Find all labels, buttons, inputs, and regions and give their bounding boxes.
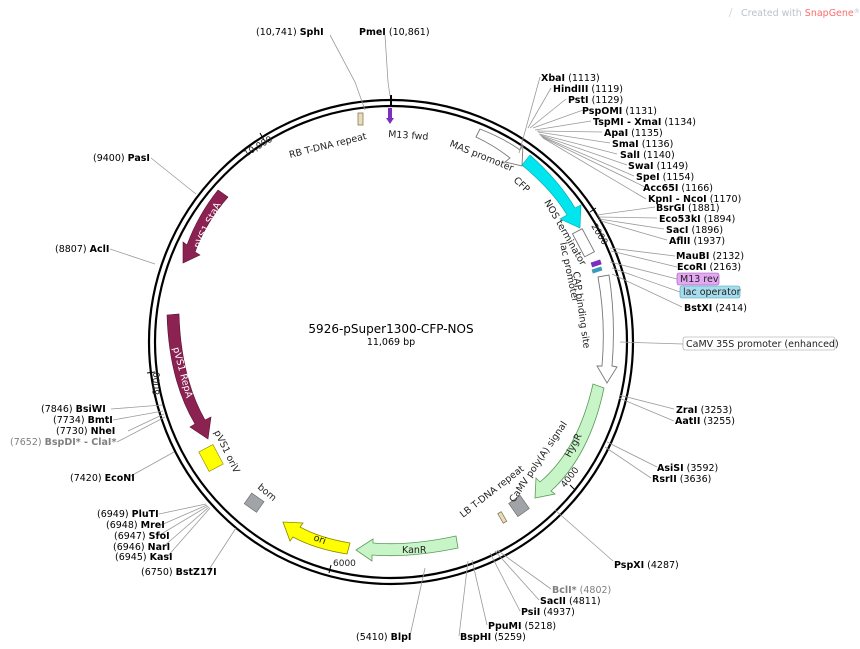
- site-apai[interactable]: ApaI (1135): [604, 128, 663, 139]
- site-nhei[interactable]: (7730) NheI: [56, 426, 115, 437]
- lb-tdna-repeat-marker[interactable]: [497, 511, 508, 524]
- site-acli[interactable]: (8807) AclI: [55, 244, 109, 255]
- site-bsiwi[interactable]: (7846) BsiWI: [41, 404, 106, 415]
- site-bmti[interactable]: (7734) BmtI: [53, 415, 113, 426]
- site-pspxi[interactable]: PspXI (4287): [614, 560, 679, 571]
- lac-operator-label: lac operator: [683, 287, 741, 298]
- tick-8000: 8000: [152, 372, 163, 396]
- site-zrai[interactable]: ZraI (3253): [676, 405, 732, 416]
- site-ecori[interactable]: EcoRI (2163): [677, 262, 741, 273]
- site-hindiii[interactable]: HindIII (1119): [553, 84, 623, 95]
- site-sphi[interactable]: (10,741) SphI: [256, 27, 324, 38]
- pvs1-repa-arrow[interactable]: [166, 313, 212, 440]
- svg-text:Created with SnapGene®: Created with SnapGene®: [741, 8, 860, 20]
- site-psti[interactable]: PstI (1129): [568, 95, 623, 106]
- site-pmei[interactable]: PmeI (10,861): [359, 27, 430, 38]
- site-aatii[interactable]: AatII (3255): [675, 416, 735, 427]
- site-pspomi[interactable]: PspOMI (1131): [582, 106, 657, 117]
- cap-binding-site-label: CAP binding site: [570, 271, 592, 349]
- site-mrei[interactable]: (6948) MreI: [106, 520, 165, 531]
- site-rsrii[interactable]: RsrII (3636): [652, 474, 711, 485]
- ori-arrow[interactable]: [282, 521, 351, 555]
- camv-polya-signal-box[interactable]: [508, 495, 530, 517]
- site-pasi[interactable]: (9400) PasI: [93, 153, 150, 164]
- cfp-label: CFP: [511, 175, 532, 195]
- site-sacii[interactable]: SacII (4811): [540, 596, 601, 607]
- site-maubi[interactable]: MauBI (2132): [676, 251, 744, 262]
- site-swai[interactable]: SwaI (1149): [628, 161, 688, 172]
- site-psii[interactable]: PsiI (4937): [521, 607, 575, 618]
- mas-promoter-arrow[interactable]: [475, 128, 524, 167]
- site-smai[interactable]: SmaI (1136): [612, 139, 673, 150]
- watermark-prefix: Created with: [741, 8, 805, 19]
- site-pluti[interactable]: (6949) PluTI: [97, 509, 159, 520]
- m13-fwd-label: M13 fwd: [388, 129, 429, 143]
- site-tspmi-xmai[interactable]: TspMI - XmaI (1134): [593, 117, 696, 128]
- site-sfoi[interactable]: (6947) SfoI: [114, 531, 170, 542]
- m13-rev-label: M13 rev: [680, 274, 719, 285]
- snapgene-logo-icon: ⧸: [729, 8, 733, 19]
- site-bcli[interactable]: BclI* (4802): [552, 585, 611, 596]
- site-econi[interactable]: (7420) EcoNI: [70, 473, 135, 484]
- bom-box[interactable]: [243, 492, 265, 513]
- site-aflii[interactable]: AflII (1937): [669, 236, 725, 247]
- site-ppumi[interactable]: PpuMI (5218): [488, 621, 556, 632]
- watermark-brand: SnapGene: [805, 8, 854, 19]
- m13-fwd-arrow[interactable]: [386, 108, 394, 124]
- tick-6000: 6000: [333, 559, 356, 569]
- watermark-reg: ®: [854, 8, 860, 15]
- site-nari[interactable]: (6946) NarI: [113, 542, 170, 553]
- pvs1-oriv-box[interactable]: [198, 444, 224, 472]
- rb-tdna-repeat-label: RB T-DNA repeat: [288, 131, 368, 161]
- site-saci[interactable]: SacI (1896): [666, 225, 723, 236]
- plasmid-length: 11,069 bp: [367, 337, 415, 348]
- hygr-arrow[interactable]: [534, 383, 605, 499]
- site-bsrgi[interactable]: BsrGI (1881): [656, 203, 720, 214]
- site-xbai[interactable]: XbaI (1113): [541, 73, 600, 84]
- site-bsphi[interactable]: BspHI (5259): [460, 632, 526, 643]
- site-blpi[interactable]: (5410) BlpI: [356, 632, 411, 643]
- kanr-arrow[interactable]: [355, 535, 459, 562]
- site-eco53ki[interactable]: Eco53kI (1894): [659, 214, 735, 225]
- site-spei[interactable]: SpeI (1154): [636, 172, 694, 183]
- site-acc65i[interactable]: Acc65I (1166): [643, 183, 713, 194]
- m13-rev-marker[interactable]: [590, 259, 602, 268]
- site-bspdi-clai[interactable]: (7652) BspDI* - ClaI*: [10, 437, 116, 448]
- pvs1-staa-arrow[interactable]: [182, 189, 229, 264]
- rb-tdna-repeat-marker[interactable]: [357, 112, 364, 126]
- leader-lines: [109, 34, 684, 637]
- restriction-sites: (10,741) SphI PmeI (10,861) XbaI (1113) …: [10, 27, 839, 643]
- watermark: ⧸ Created with SnapGene®: [729, 8, 860, 20]
- m13-rev-tag[interactable]: [676, 272, 720, 286]
- pvs1-repa-label: pVS1 RepA: [170, 346, 194, 400]
- camv-35s-promoter-label: CaMV 35S promoter (enhanced): [686, 339, 839, 350]
- site-asisi[interactable]: AsiSI (3592): [657, 463, 718, 474]
- lac-operator-marker[interactable]: [591, 266, 603, 274]
- camv-35s-promoter-arrow[interactable]: [596, 274, 618, 384]
- lac-operator-tag[interactable]: [679, 285, 741, 299]
- site-bstz17i[interactable]: (6750) BstZ17I: [141, 567, 217, 578]
- plasmid-name: 5926-pSuper1300-CFP-NOS: [308, 322, 473, 336]
- tick-2000: 2000: [588, 222, 609, 247]
- site-bstxi[interactable]: BstXI (2414): [684, 303, 747, 314]
- site-sali[interactable]: SalI (1140): [620, 150, 675, 161]
- site-kpni-ncoi[interactable]: KpnI - NcoI (1170): [648, 194, 741, 205]
- site-kasi[interactable]: (6945) KasI: [115, 552, 173, 563]
- camv-35s-promoter-tag[interactable]: [682, 336, 836, 351]
- kanr-label: KanR: [402, 545, 427, 556]
- nos-terminator-box[interactable]: [571, 228, 596, 258]
- cfp-arrow[interactable]: [521, 154, 582, 229]
- ori-label: ori: [312, 532, 327, 547]
